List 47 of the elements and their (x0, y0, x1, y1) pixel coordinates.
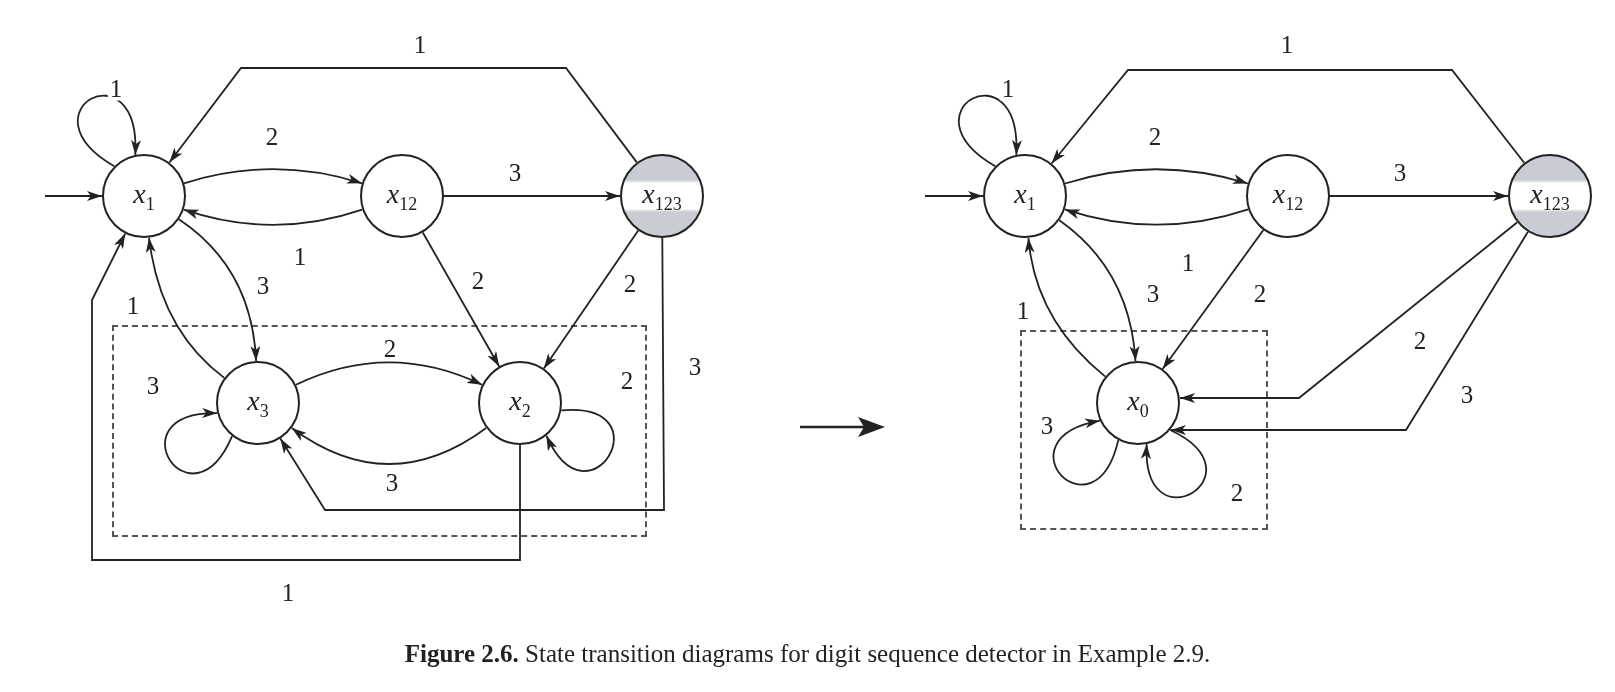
transition-arrow (958, 94, 1021, 168)
transition-arrow (182, 208, 364, 226)
state-circle (1096, 361, 1180, 445)
state-circle (478, 361, 562, 445)
state-label: x$_{123}$ (1530, 177, 1570, 215)
transition-arrow (164, 409, 233, 474)
transition-arrow (443, 191, 621, 201)
transition-arrow (279, 237, 665, 511)
transition-arrow (1052, 419, 1120, 486)
transition-arrow (77, 94, 140, 168)
transition-arrow (1063, 208, 1250, 226)
transition-arrow (91, 232, 521, 561)
state-label: x$_{1}$ (1014, 177, 1036, 215)
transition-arrow (183, 168, 363, 185)
transition-arrow (1025, 237, 1107, 378)
transition-arrow (44, 191, 103, 201)
transition-arrow (1050, 69, 1526, 165)
transition-arrow (146, 236, 226, 379)
state-label: x$_{12}$ (386, 177, 418, 215)
transition-arrow (421, 231, 501, 368)
transition-arrow (1329, 191, 1509, 201)
state-label: x$_{1}$ (133, 177, 155, 215)
state-circle (216, 361, 300, 445)
transition-arrow (290, 427, 488, 465)
transition-arrow (1058, 219, 1140, 362)
state-circle (102, 154, 186, 238)
state-label: x$_{2}$ (509, 384, 531, 422)
transition-arrow (924, 191, 984, 201)
transition-arrow (1161, 229, 1265, 370)
transition-arrow (1064, 168, 1249, 185)
dashed-group-box (1020, 330, 1268, 530)
state-circle (1508, 154, 1592, 238)
state-label: x$_{0}$ (1127, 384, 1149, 422)
transition-arrow (1142, 429, 1207, 498)
state-label: x$_{12}$ (1272, 177, 1304, 215)
dashed-group-box (112, 325, 647, 537)
state-circle (983, 154, 1067, 238)
state-label: x$_{123}$ (642, 177, 682, 215)
transition-arrow (178, 218, 260, 362)
state-label: x$_{3}$ (247, 384, 269, 422)
transition-arrow (1179, 221, 1519, 403)
transition-arrow (168, 67, 638, 164)
transition-arrow (545, 409, 615, 472)
figure-caption: Figure 2.6. State transition diagrams for digit sequence detector in Example 2.9. (403, 640, 1212, 668)
transition-arrow (542, 229, 640, 370)
transition-arrow (1170, 230, 1529, 435)
transition-arrow (295, 361, 483, 386)
